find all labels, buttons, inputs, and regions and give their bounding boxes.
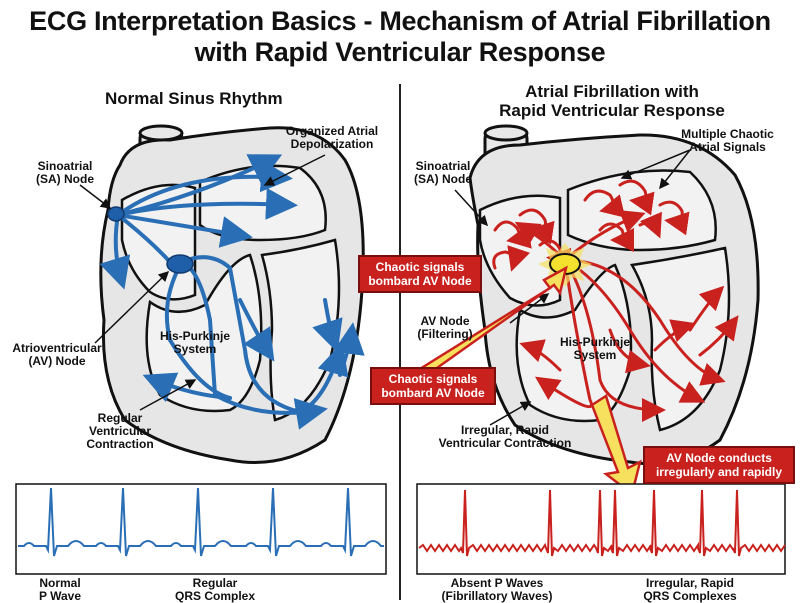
afib-heart-illustration: [454, 124, 760, 466]
left-heading: Normal Sinus Rhythm: [105, 89, 283, 108]
sa-node-blue: [107, 206, 125, 222]
bombard-arrow: [413, 265, 568, 382]
normal-ecg-trace: [18, 487, 384, 557]
right-av-node-label: AV Node(Filtering): [417, 314, 473, 341]
av-node-blue: [166, 254, 194, 274]
right-ecg-label-fibrillatory: Absent P Waves(Fibrillatory Waves): [441, 576, 553, 603]
normal-ecg-frame: [15, 483, 387, 575]
title-line-2: with Rapid Ventricular Response: [194, 37, 606, 67]
left-av-node-label: Atrioventricular(AV) Node: [12, 341, 102, 368]
afib-ecg-trace: [418, 489, 786, 557]
left-sa-node-label: Sinoatrial(SA) Node: [36, 159, 94, 186]
page-title: ECG Interpretation Basics - Mechanism of…: [0, 6, 800, 68]
right-sa-node-label: Sinoatrial(SA) Node: [414, 159, 472, 186]
title-line-1: ECG Interpretation Basics - Mechanism of…: [29, 6, 771, 36]
normal-heart-illustration: [79, 124, 365, 464]
conduction-arrow: [590, 394, 642, 497]
